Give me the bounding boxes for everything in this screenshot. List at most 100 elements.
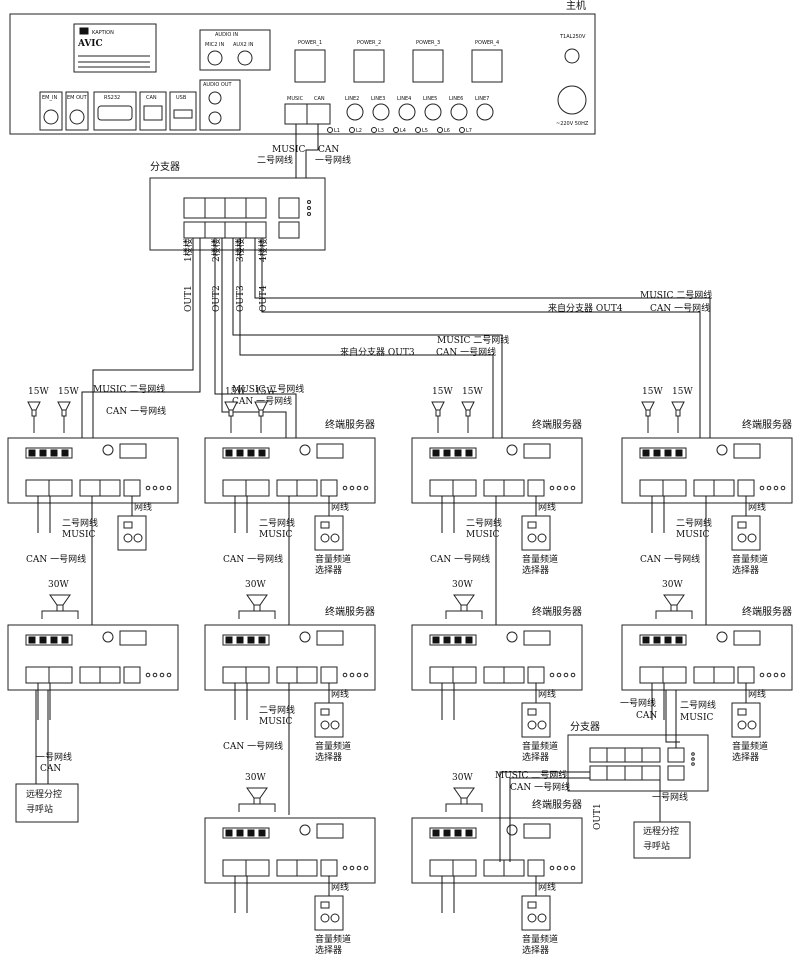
display-panel — [523, 443, 551, 459]
speaker-icon — [671, 401, 685, 433]
volume-knob-icon — [299, 824, 311, 836]
selector-label: 选择器 — [315, 751, 342, 763]
splitter-bottom-ports — [589, 747, 695, 781]
volume-channel-selector — [521, 702, 551, 738]
speaker-icon — [41, 594, 79, 619]
svg-text:POWER_3: POWER_3 — [416, 40, 440, 46]
selector-label: 音量频道 — [522, 933, 558, 945]
speaker-power: 30W — [245, 773, 266, 783]
svg-text:POWER_1: POWER_1 — [298, 40, 322, 46]
selector-label: 音量频道 — [732, 553, 768, 565]
display-panel — [119, 630, 147, 646]
svg-text:1楼楼: 1楼楼 — [182, 238, 194, 262]
volume-knob-icon — [506, 824, 518, 836]
net-label: 网线 — [331, 501, 349, 513]
svg-text:一号网线: 一号网线 — [315, 154, 351, 166]
display-panel — [523, 630, 551, 646]
speaker-power: 30W — [452, 773, 473, 783]
splitter-bottom-label: 分支器 — [570, 721, 600, 733]
speaker-icon — [254, 401, 268, 433]
remote-paging-station-left — [15, 783, 79, 823]
svg-text:CAN 一号网线: CAN 一号网线 — [650, 302, 710, 314]
cable-label: MUSIC — [62, 530, 96, 540]
net-label: 网线 — [134, 501, 152, 513]
led-label: L3 — [378, 128, 384, 134]
speaker-power: 30W — [452, 580, 473, 590]
status-led: L7 — [459, 127, 472, 134]
speaker-icon — [224, 401, 238, 433]
svg-text:KAPTION: KAPTION — [92, 30, 114, 36]
display-panel — [523, 823, 551, 839]
display-panel — [733, 630, 761, 646]
speaker-icon — [445, 787, 483, 812]
status-led: L4 — [393, 127, 406, 134]
svg-text:OUT1: OUT1 — [593, 803, 603, 830]
svg-text:MUSIC 二号网线: MUSIC 二号网线 — [640, 289, 712, 301]
svg-text:CAN: CAN — [146, 95, 157, 101]
rear-ports: EM_IN EM OUT RS232 CAN USB — [39, 91, 197, 131]
speaker-icon — [461, 401, 475, 433]
cable-label: 二号网线 — [466, 517, 502, 529]
led-label: L6 — [444, 128, 450, 134]
selector-label: 音量频道 — [522, 553, 558, 565]
splitter-top-label: 分支器 — [150, 161, 180, 173]
model-name: AVIC — [77, 39, 103, 49]
svg-text:2楼楼: 2楼楼 — [210, 238, 222, 262]
terminal-title: 终端服务器 — [325, 605, 375, 618]
speaker-icon — [445, 594, 483, 619]
svg-text:CAN: CAN — [40, 764, 61, 774]
cable-label: MUSIC — [259, 530, 293, 540]
cable-label: CAN 一号网线 — [640, 553, 700, 565]
ac-rating: ~220V 50HZ — [556, 121, 589, 127]
speaker-terminal-strip — [429, 634, 477, 646]
audio-out-panel: AUDIO OUT — [199, 79, 241, 131]
line-input-jack: LINE3 — [371, 96, 390, 121]
svg-text:USB: USB — [176, 95, 187, 101]
led-label: L7 — [466, 128, 472, 134]
line-input-label: LINE3 — [371, 96, 385, 102]
svg-text:来自分支器 OUT3: 来自分支器 OUT3 — [340, 346, 415, 358]
svg-text:POWER_4: POWER_4 — [475, 40, 499, 46]
net-label: 网线 — [331, 881, 349, 893]
power-outlets: POWER_1 POWER_2 POWER_3 POWER_4 — [294, 40, 503, 83]
ac-inlet — [557, 85, 587, 115]
line-input-jack: LINE5 — [423, 96, 442, 121]
net-label: 网线 — [538, 501, 556, 513]
selector-label: 选择器 — [315, 944, 342, 956]
net-label: 网线 — [538, 688, 556, 700]
selector-label: 选择器 — [315, 564, 342, 576]
line-input-jack: LINE6 — [449, 96, 468, 121]
display-panel — [316, 823, 344, 839]
net-label: 网线 — [538, 881, 556, 893]
volume-knob-icon — [299, 444, 311, 456]
remote-paging-station-right — [633, 821, 691, 859]
svg-text:CAN: CAN — [636, 711, 657, 721]
selector-port — [320, 859, 338, 877]
svg-text:CAN 一号网线: CAN 一号网线 — [232, 395, 292, 407]
svg-text:一号网线: 一号网线 — [620, 697, 656, 709]
svg-text:CAN 一号网线: CAN 一号网线 — [106, 405, 166, 417]
speaker-power: 15W — [672, 387, 693, 397]
terminal-server: 30W — [7, 580, 179, 720]
svg-text:AUDIO OUT: AUDIO OUT — [203, 82, 233, 88]
fuse-holder — [564, 48, 580, 64]
line-input-label: LINE4 — [397, 96, 411, 102]
cable-label: 二号网线 — [62, 517, 98, 529]
speaker-terminal-strip — [429, 827, 477, 839]
display-panel — [733, 443, 761, 459]
svg-text:OUT2: OUT2 — [212, 285, 222, 312]
terminal-title: 终端服务器 — [532, 418, 582, 431]
selector-label: 音量频道 — [732, 740, 768, 752]
svg-text:MUSIC: MUSIC — [272, 145, 306, 155]
terminal-title: 终端服务器 — [325, 418, 375, 431]
svg-text:RS232: RS232 — [104, 95, 120, 101]
svg-text:CAN 一号网线: CAN 一号网线 — [510, 781, 570, 793]
